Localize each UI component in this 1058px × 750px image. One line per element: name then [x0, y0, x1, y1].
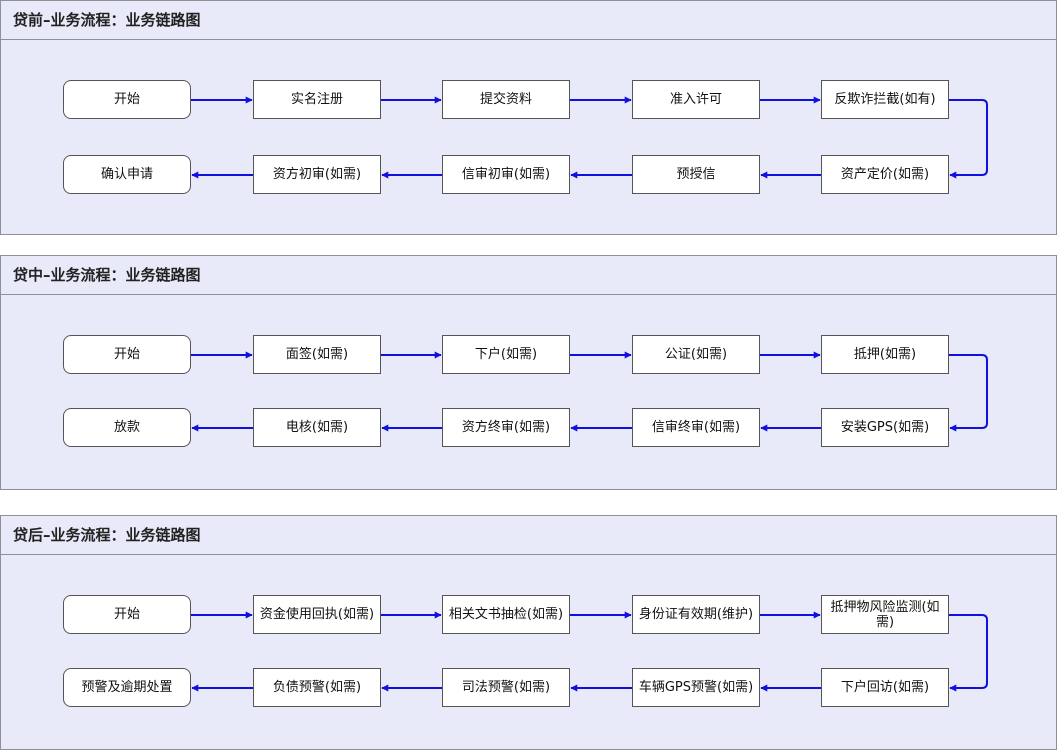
section-title: 贷前–业务流程：业务链路图 [1, 1, 1056, 40]
flow-node[interactable]: 预授信 [632, 155, 760, 194]
flow-node-end[interactable]: 预警及逾期处置 [63, 668, 191, 707]
flow-node[interactable]: 面签(如需) [253, 335, 381, 374]
flow-node[interactable]: 下户(如需) [442, 335, 570, 374]
flow-node[interactable]: 相关文书抽检(如需) [442, 595, 570, 634]
flow-node[interactable]: 负债预警(如需) [253, 668, 381, 707]
flow-node[interactable]: 资金使用回执(如需) [253, 595, 381, 634]
flow-node[interactable]: 反欺诈拦截(如有) [821, 80, 949, 119]
flow-node[interactable]: 资方终审(如需) [442, 408, 570, 447]
section-title: 贷后–业务流程：业务链路图 [1, 516, 1056, 555]
flow-node-start[interactable]: 开始 [63, 595, 191, 634]
flow-node[interactable]: 信审终审(如需) [632, 408, 760, 447]
flow-node[interactable]: 身份证有效期(维护) [632, 595, 760, 634]
flow-node[interactable]: 车辆GPS预警(如需) [632, 668, 760, 707]
flow-node[interactable]: 信审初审(如需) [442, 155, 570, 194]
flow-node-end[interactable]: 确认申请 [63, 155, 191, 194]
flow-node[interactable]: 提交资料 [442, 80, 570, 119]
flow-node[interactable]: 抵押(如需) [821, 335, 949, 374]
flow-node[interactable]: 资方初审(如需) [253, 155, 381, 194]
flow-node[interactable]: 准入许可 [632, 80, 760, 119]
flow-node-start[interactable]: 开始 [63, 335, 191, 374]
flow-node[interactable]: 电核(如需) [253, 408, 381, 447]
section-title: 贷中–业务流程：业务链路图 [1, 256, 1056, 295]
flow-node[interactable]: 资产定价(如需) [821, 155, 949, 194]
flow-node[interactable]: 安装GPS(如需) [821, 408, 949, 447]
flow-node-start[interactable]: 开始 [63, 80, 191, 119]
flow-node[interactable]: 抵押物风险监测(如需) [821, 595, 949, 634]
flow-node[interactable]: 实名注册 [253, 80, 381, 119]
flow-node[interactable]: 公证(如需) [632, 335, 760, 374]
flow-node[interactable]: 下户回访(如需) [821, 668, 949, 707]
flow-node[interactable]: 司法预警(如需) [442, 668, 570, 707]
flow-node-end[interactable]: 放款 [63, 408, 191, 447]
